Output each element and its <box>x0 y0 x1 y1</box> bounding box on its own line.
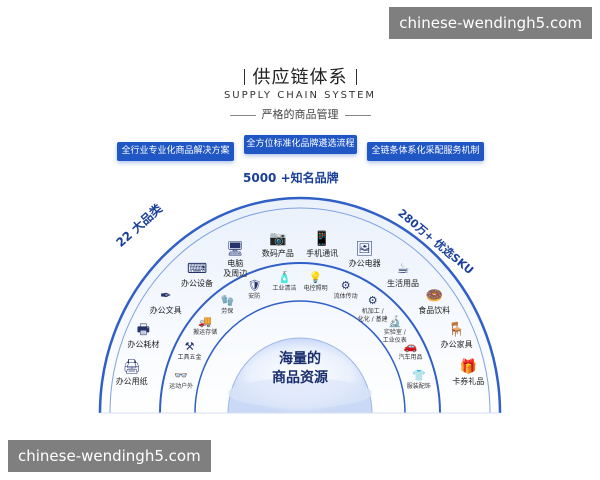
equipment-icon: ⌨ <box>186 260 208 277</box>
inner-category-item: 🛡安防 <box>232 279 276 301</box>
gift-icon: 🎁 <box>459 359 478 376</box>
subtitle-dash-left <box>229 114 256 116</box>
outer-category-label: 生活用品 <box>387 278 419 288</box>
title-english: SUPPLY CHAIN SYSTEM <box>223 90 377 101</box>
outer-category-label: 办公家具 <box>440 339 473 349</box>
subtitle: 严格的商品管理 <box>0 106 600 122</box>
outer-category-label: 办公文具 <box>149 306 182 315</box>
pen-icon: ✒ <box>159 288 172 304</box>
outer-category-item: 🎁卡券礼品 <box>444 359 492 387</box>
outer-category-label: 电脑 及周边 <box>223 259 248 279</box>
subtitle-text: 严格的商品管理 <box>261 108 339 121</box>
outer-category-item: 🪑办公家具 <box>433 322 481 350</box>
outer-category-item: 🖨办公用纸 <box>108 359 156 387</box>
camera-icon: 📷 <box>269 231 287 248</box>
inner-category-label: 搬运存储 <box>193 328 218 336</box>
computer-icon: 🖥 <box>226 241 245 258</box>
inner-category-label: 劳保 <box>221 307 234 315</box>
core-label: 海量的 商品资源 <box>250 350 350 388</box>
outer-category-label: 办公电器 <box>348 259 381 269</box>
outer-category-item: 📱手机通讯 <box>298 231 346 259</box>
outer-category-item: 📷数码产品 <box>254 231 302 259</box>
outer-arc-2 <box>109 207 491 414</box>
outer-band <box>100 198 500 413</box>
outer-arc-1 <box>98 196 502 414</box>
inner-category-item: ⚙机加工 / 化化 / 基建 <box>351 294 395 324</box>
inner-category-label: 实验室 / 工业仪表 <box>382 328 407 344</box>
outer-category-item: ✒ 办公文具 <box>142 288 190 316</box>
car-icon: 🚗 <box>403 340 418 354</box>
inner-arc-1 <box>159 262 441 414</box>
outer-category-item: 🖥电脑 及周边 <box>211 241 259 279</box>
outer-category-label: 办公设备 <box>181 278 213 288</box>
inner-category-item: 👕服装配饰 <box>397 369 441 391</box>
inner-category-label: 运动户外 <box>169 383 194 390</box>
inner-category-item: ⚒工具五金 <box>168 340 212 362</box>
diagram-title: 供应链体系 <box>0 63 600 89</box>
outer-category-item: 🍩 食品饮料 <box>410 288 458 316</box>
core-line-1: 海量的 <box>279 351 321 367</box>
cup-icon: ☕ <box>396 260 410 277</box>
arc-label-brands: 5000 +知名品牌 <box>243 171 339 185</box>
inner-category-label: 服装配饰 <box>406 383 431 390</box>
inner-category-item: 🚗汽车用品 <box>389 340 433 362</box>
shirt-icon: 👕 <box>411 369 426 382</box>
inner-category-item: 👓运动户外 <box>159 369 203 391</box>
truck-icon: 🚚 <box>198 314 213 328</box>
outer-category-label: 食品饮料 <box>418 306 451 315</box>
copier-icon: 🖨 <box>122 359 141 376</box>
inner-category-item: 🧴工业清洁 <box>262 271 306 293</box>
bulb-icon: 💡 <box>308 271 323 284</box>
spray-icon: 🧴 <box>277 271 292 284</box>
watermark-bottom: chinese-wendingh5.com <box>8 440 211 472</box>
title-bar-right <box>355 69 357 85</box>
subtitle-dash-right <box>344 114 371 116</box>
security-icon: 🛡 <box>247 278 262 292</box>
inner-arc-2 <box>194 300 406 414</box>
pill-brand-selection: 全方位标准化品牌遴选流程 <box>244 135 357 154</box>
inner-category-label: 电控照明 <box>303 285 328 292</box>
inner-category-item: ⚙流体传动 <box>324 279 368 301</box>
watermark-top: chinese-wendingh5.com <box>389 7 592 39</box>
inner-category-label: 工具五金 <box>177 354 202 362</box>
inner-category-label: 流体传动 <box>333 292 358 300</box>
inner-category-item: 💡电控照明 <box>294 271 338 293</box>
outer-category-item: ☕生活用品 <box>379 261 427 289</box>
inner-category-label: 安防 <box>248 292 261 300</box>
outer-category-item: ⌨办公设备 <box>173 261 221 289</box>
printer-icon: 🖶 <box>136 321 150 338</box>
inner-category-item: 🚚搬运存储 <box>183 315 227 337</box>
outer-category-label: 卡券礼品 <box>452 377 485 387</box>
core-line-2: 商品资源 <box>272 370 328 386</box>
pill-procurement: 全链条体系化采配服务机制 <box>367 142 484 161</box>
gloves-icon: 🧤 <box>220 293 235 307</box>
pill-solution: 全行业专业化商品解决方案 <box>117 142 234 161</box>
gears-icon: ⚙ <box>340 278 351 292</box>
goggles-icon: 👓 <box>174 369 189 382</box>
outer-category-item: 🖼办公电器 <box>341 241 389 269</box>
inner-category-label: 汽车用品 <box>398 354 423 362</box>
inner-category-item: 🧤劳保 <box>205 294 249 316</box>
outer-category-item: 🖶办公耗材 <box>119 322 167 350</box>
tools-icon: ⚒ <box>184 340 195 354</box>
title-bar-left <box>243 69 245 85</box>
inner-category-item: 🔬实验室 / 工业仪表 <box>373 315 417 345</box>
food-icon: 🍩 <box>425 288 444 304</box>
outer-category-label: 办公用纸 <box>115 377 148 387</box>
chair-icon: 🪑 <box>447 321 466 338</box>
inner-category-label: 工业清洁 <box>272 285 297 292</box>
outer-category-label: 手机通讯 <box>306 249 339 259</box>
inner-category-label: 机加工 / 化化 / 基建 <box>357 307 388 323</box>
outer-category-label: 数码产品 <box>261 249 294 259</box>
core-shadow <box>228 378 372 408</box>
machining-icon: ⚙ <box>367 293 378 307</box>
outer-category-label: 办公耗材 <box>127 339 160 349</box>
appliance-icon: 🖼 <box>355 241 374 258</box>
title-text: 供应链体系 <box>252 67 348 88</box>
microscope-icon: 🔬 <box>387 314 402 328</box>
phone-icon: 📱 <box>313 231 331 248</box>
